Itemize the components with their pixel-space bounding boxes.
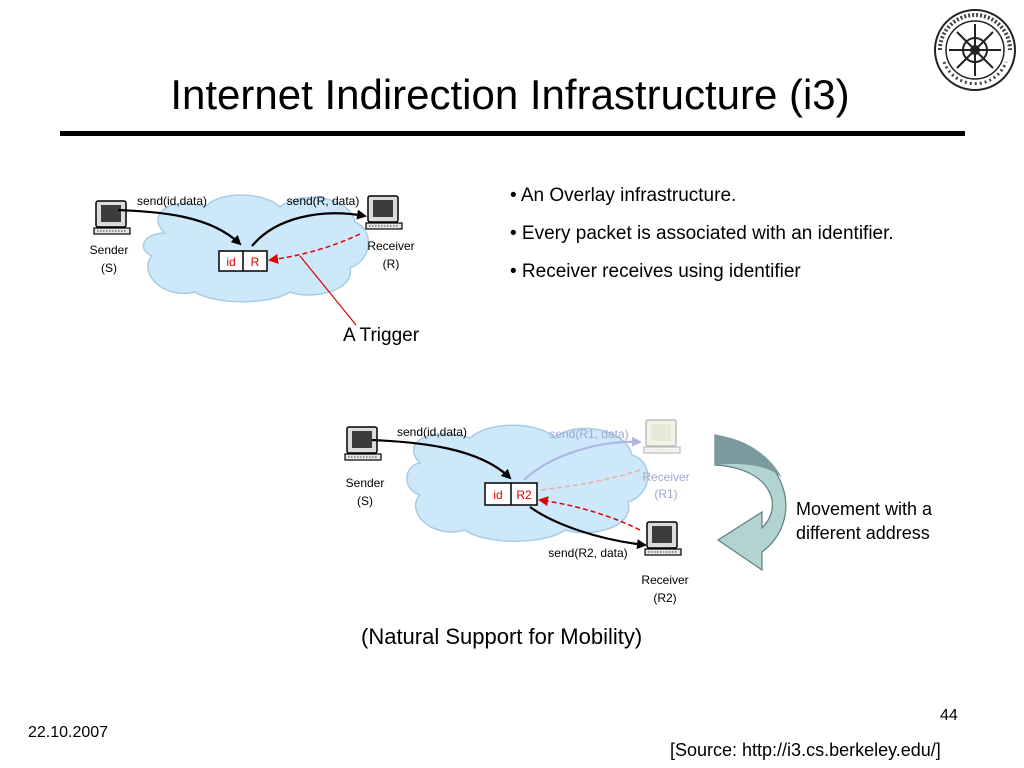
receiver2-id-label: (R2) <box>653 591 676 605</box>
movement-arrow-icon <box>714 434 787 572</box>
receiver1-id-label: (R1) <box>654 487 677 501</box>
bullet-list: • An Overlay infrastructure. • Every pac… <box>510 185 894 300</box>
receiver-label: Receiver <box>367 239 414 253</box>
sender-computer-icon <box>93 200 131 235</box>
forward-arrow <box>251 209 367 247</box>
trigger-label: A Trigger <box>343 325 420 346</box>
old-trigger-arrow <box>539 469 641 491</box>
send-arrow <box>117 208 242 246</box>
trigger-r2-text: R2 <box>516 488 532 502</box>
slide-date: 22.10.2007 <box>28 724 109 741</box>
sender-computer-icon <box>344 426 382 461</box>
movement-label: Movement with a different address <box>796 497 996 546</box>
sender-id-label: (S) <box>357 494 373 508</box>
sender-id-label: (S) <box>101 261 117 275</box>
receiver1-computer-icon <box>643 419 681 454</box>
receiver-id-label: (R) <box>383 257 400 271</box>
forward-arrow-r2 <box>529 506 647 550</box>
send-r-data-label: send(R, data) <box>287 194 360 208</box>
old-forward-arrow <box>523 436 642 481</box>
slide-title: Internet Indirection Infrastructure (i3) <box>170 71 850 118</box>
send-r2-data-label: send(R2, data) <box>548 546 627 560</box>
institute-logo <box>932 4 1018 96</box>
trigger-box: id R2 <box>484 482 538 506</box>
sender-label: Sender <box>90 243 129 257</box>
send-id-data-label: send(id,data) <box>137 194 207 208</box>
receiver2-computer-icon <box>644 521 682 556</box>
receiver1-label: Receiver <box>642 470 689 484</box>
overlay-cloud-top <box>142 194 370 303</box>
bullet-item: • Every packet is associated with an ide… <box>510 222 894 244</box>
trigger-r-text: R <box>251 255 260 269</box>
trigger-insert-arrow <box>268 233 361 264</box>
send-arrow <box>371 438 512 480</box>
bullet-item: • Receiver receives using identifier <box>510 260 801 282</box>
send-id-data-label: send(id,data) <box>397 425 467 439</box>
trigger-id-text: id <box>226 255 235 269</box>
receiver-computer-icon <box>365 195 403 230</box>
sender-label: Sender <box>346 476 385 490</box>
trigger-pointer-line <box>299 255 357 326</box>
source-citation: [Source: http://i3.cs.berkeley.edu/] <box>670 740 941 760</box>
page-number: 44 <box>940 707 958 724</box>
receiver2-label: Receiver <box>641 573 688 587</box>
title-rule <box>60 131 965 136</box>
diagram-caption: (Natural Support for Mobility) <box>361 624 643 649</box>
movement-label-line: different address <box>796 523 930 544</box>
send-r1-data-label: send(R1, data) <box>549 427 628 441</box>
trigger-box: id R <box>218 250 268 272</box>
trigger-id-text: id <box>493 488 502 502</box>
bullet-item: • An Overlay infrastructure. <box>510 185 737 206</box>
trigger-insert-arrow <box>538 496 641 531</box>
movement-label-line: Movement with a <box>796 499 933 519</box>
